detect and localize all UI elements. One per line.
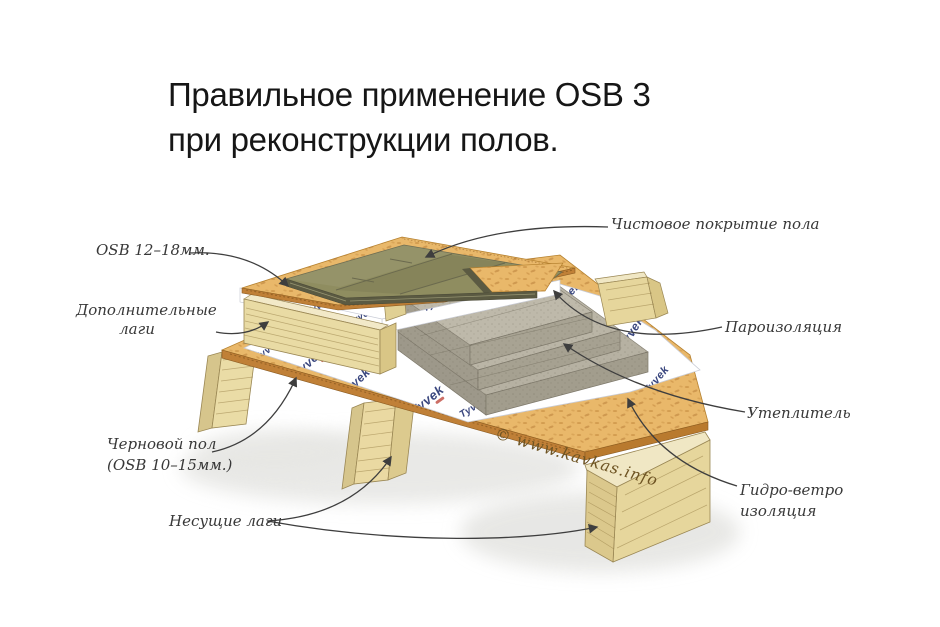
label-subfloor: Черновой пол (OSB 10–15мм.) <box>107 434 232 476</box>
plank-joint <box>389 258 413 264</box>
load-bearing-joist-middle <box>341 398 415 490</box>
label-line: изоляция <box>740 502 817 520</box>
leader-finish-floor <box>424 225 609 258</box>
beam-end-face <box>379 322 397 375</box>
label-line: Дополнительные <box>76 301 217 319</box>
plank-shade <box>336 255 505 294</box>
leader-bearing-joist-middle <box>266 455 392 522</box>
title-line-2: при реконструкции полов. <box>168 121 559 158</box>
label-finish-floor: Чистовое покрытие пола <box>611 215 820 233</box>
leader-osb-top <box>189 252 290 288</box>
label-vapor-barrier: Пароизоляция <box>725 318 843 336</box>
leader-bearing-joist-right <box>266 520 599 539</box>
rim-front-face <box>597 276 657 327</box>
label-bearing-joists: Несущие лаги <box>169 512 283 530</box>
load-bearing-joist-right <box>584 431 711 563</box>
joist-grain-lines <box>355 407 396 473</box>
title-line-1: Правильное применение OSB 3 <box>168 76 651 113</box>
load-bearing-joist-left <box>197 347 257 433</box>
leader-vapor-barrier <box>553 289 723 335</box>
leader-lines <box>189 225 746 539</box>
label-additional-joists: Дополнительные лаги <box>76 301 217 339</box>
joist-grain-lines <box>586 455 708 550</box>
label-line: (OSB 10–15мм.) <box>107 456 233 474</box>
label-insulation: Утеплитель <box>747 404 851 422</box>
label-hydro-wind: Гидро-ветро изоляция <box>740 480 843 522</box>
label-line: Гидро-ветро <box>740 481 844 499</box>
label-line: лаги <box>119 320 155 338</box>
label-osb-top: OSB 12–18мм. <box>96 241 210 259</box>
plank-shade <box>286 245 452 287</box>
subfloor-right-edge <box>584 421 709 461</box>
leader-subfloor <box>211 376 298 453</box>
perimeter-rim-block <box>594 271 669 327</box>
additional-joists <box>243 292 407 375</box>
plank-seam <box>335 253 453 291</box>
leader-insulation <box>562 343 746 413</box>
page-title: Правильное применение OSB 3 при реконстр… <box>168 72 651 162</box>
plank-joint <box>351 277 375 283</box>
label-line: Черновой пол <box>107 435 217 453</box>
leader-additional-joists <box>215 321 270 335</box>
finish-floor-planks <box>284 244 564 306</box>
plank-cut-edge <box>462 268 492 293</box>
leader-hydro-wind <box>627 397 738 487</box>
